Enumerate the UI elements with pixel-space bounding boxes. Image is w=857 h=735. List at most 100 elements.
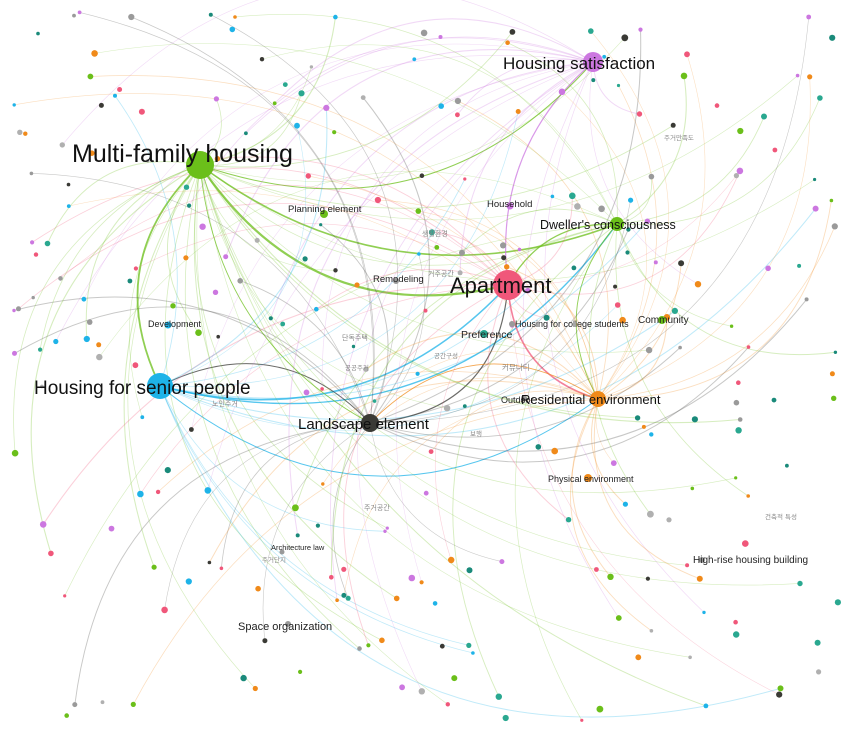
edge (452, 223, 618, 698)
edge (159, 220, 648, 399)
edge (159, 223, 618, 405)
community-node (658, 316, 666, 324)
edge (199, 164, 688, 566)
minor-node (140, 415, 145, 420)
minor-node (420, 29, 428, 37)
minor-node (183, 184, 190, 190)
edge (42, 283, 509, 525)
minor-node (648, 173, 655, 180)
minor-node (423, 490, 429, 496)
residential-environment-label: Residential environment (521, 392, 661, 407)
edge (234, 14, 618, 225)
minor-node (59, 142, 65, 148)
minor-node (31, 295, 35, 300)
edge (140, 284, 509, 495)
minor-node (621, 34, 629, 42)
minor-node (678, 345, 682, 350)
minor-node (733, 631, 740, 638)
high-rise-label: High-rise housing building (693, 555, 808, 566)
edge (208, 380, 599, 563)
minor-node (345, 595, 351, 601)
minor-node (48, 550, 54, 557)
edge (616, 223, 836, 356)
edge (588, 223, 651, 515)
edge (159, 385, 386, 532)
minor-node (736, 380, 741, 386)
minor-node (319, 223, 323, 227)
minor-node (98, 102, 104, 108)
edge (417, 351, 599, 400)
edge (270, 61, 594, 319)
edge (60, 184, 509, 286)
minor-node (12, 350, 17, 356)
edge (377, 199, 599, 400)
edge (135, 223, 509, 286)
minor-node (333, 14, 338, 20)
edge (199, 92, 302, 166)
planning-element-node (320, 210, 328, 218)
minor-node (647, 510, 654, 518)
edge (597, 262, 682, 400)
minor-node (39, 521, 47, 528)
edge (369, 199, 631, 424)
minor-node (515, 109, 521, 114)
minor-node (138, 108, 145, 115)
college-housing-label: Housing for college students (515, 319, 629, 329)
minor-node (737, 127, 744, 135)
minor-node (187, 203, 192, 208)
edge (506, 266, 599, 400)
edge (418, 210, 599, 400)
edge (274, 18, 594, 104)
edge (159, 304, 618, 431)
minor-node (146, 159, 150, 163)
minor-node (688, 655, 692, 660)
minor-node (434, 245, 440, 250)
edge (194, 164, 388, 529)
minor-node (580, 718, 584, 722)
minor-node (195, 329, 202, 337)
minor-node (777, 685, 784, 692)
minor-node (40, 384, 44, 389)
minor-node (509, 29, 516, 35)
edge (55, 55, 594, 342)
minor-node (807, 74, 813, 80)
edge (31, 167, 509, 286)
minor-node (91, 50, 98, 57)
edge (457, 100, 609, 400)
minor-node (423, 308, 428, 313)
minor-node (128, 13, 135, 21)
small-label: 거주공간 (428, 269, 454, 278)
minor-node (155, 489, 161, 495)
minor-node (214, 156, 221, 162)
minor-node (645, 576, 651, 581)
minor-node (189, 427, 194, 432)
dwellers-consciousness-label: Dweller's consciousness (540, 218, 676, 232)
minor-node (733, 173, 740, 179)
edge (461, 208, 618, 254)
preference-node (480, 330, 488, 338)
apartment-node (493, 270, 523, 300)
minor-node (634, 415, 641, 421)
minor-node (185, 578, 192, 585)
minor-node (615, 615, 622, 621)
minor-node (262, 638, 268, 644)
edge (14, 306, 371, 424)
minor-node (298, 90, 305, 97)
edge (130, 16, 375, 424)
landscape-element-node (361, 414, 379, 432)
minor-node (696, 575, 703, 582)
physical-environment-node (584, 474, 592, 482)
dwellers-consciousness-node (610, 217, 624, 231)
edge (199, 164, 618, 257)
edge (199, 164, 801, 586)
residential-environment-node (590, 391, 606, 407)
minor-node (785, 463, 789, 468)
minor-node (666, 517, 672, 523)
minor-node (323, 104, 330, 111)
minor-node (417, 252, 421, 256)
edge (157, 371, 599, 493)
multi-family-housing-node (186, 151, 214, 179)
minor-node (628, 197, 634, 203)
edge (164, 164, 383, 641)
